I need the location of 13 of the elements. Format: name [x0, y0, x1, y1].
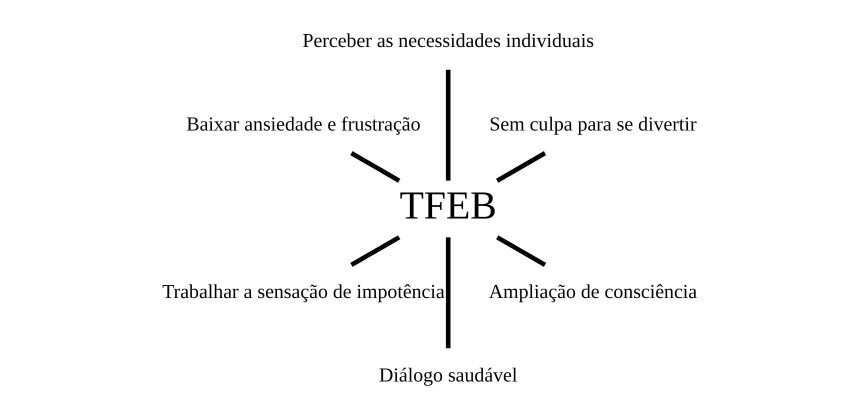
- connector: [446, 70, 450, 181]
- node-text: Trabalhar a sensação de impotência: [162, 280, 445, 303]
- node-text: Ampliação de consciência: [488, 280, 698, 303]
- node-text: Sem culpa para se divertir: [489, 114, 697, 136]
- connector: [496, 151, 546, 183]
- connector: [446, 237, 450, 348]
- node-text: Baixar ansiedade e frustração: [186, 114, 421, 136]
- connector: [350, 151, 400, 183]
- connector: [350, 235, 400, 267]
- node-text: Diálogo saudável: [379, 364, 518, 386]
- connector: [496, 235, 546, 267]
- node-text: Perceber as necessidades individuais: [302, 30, 594, 52]
- node-text: TFEB: [400, 184, 497, 228]
